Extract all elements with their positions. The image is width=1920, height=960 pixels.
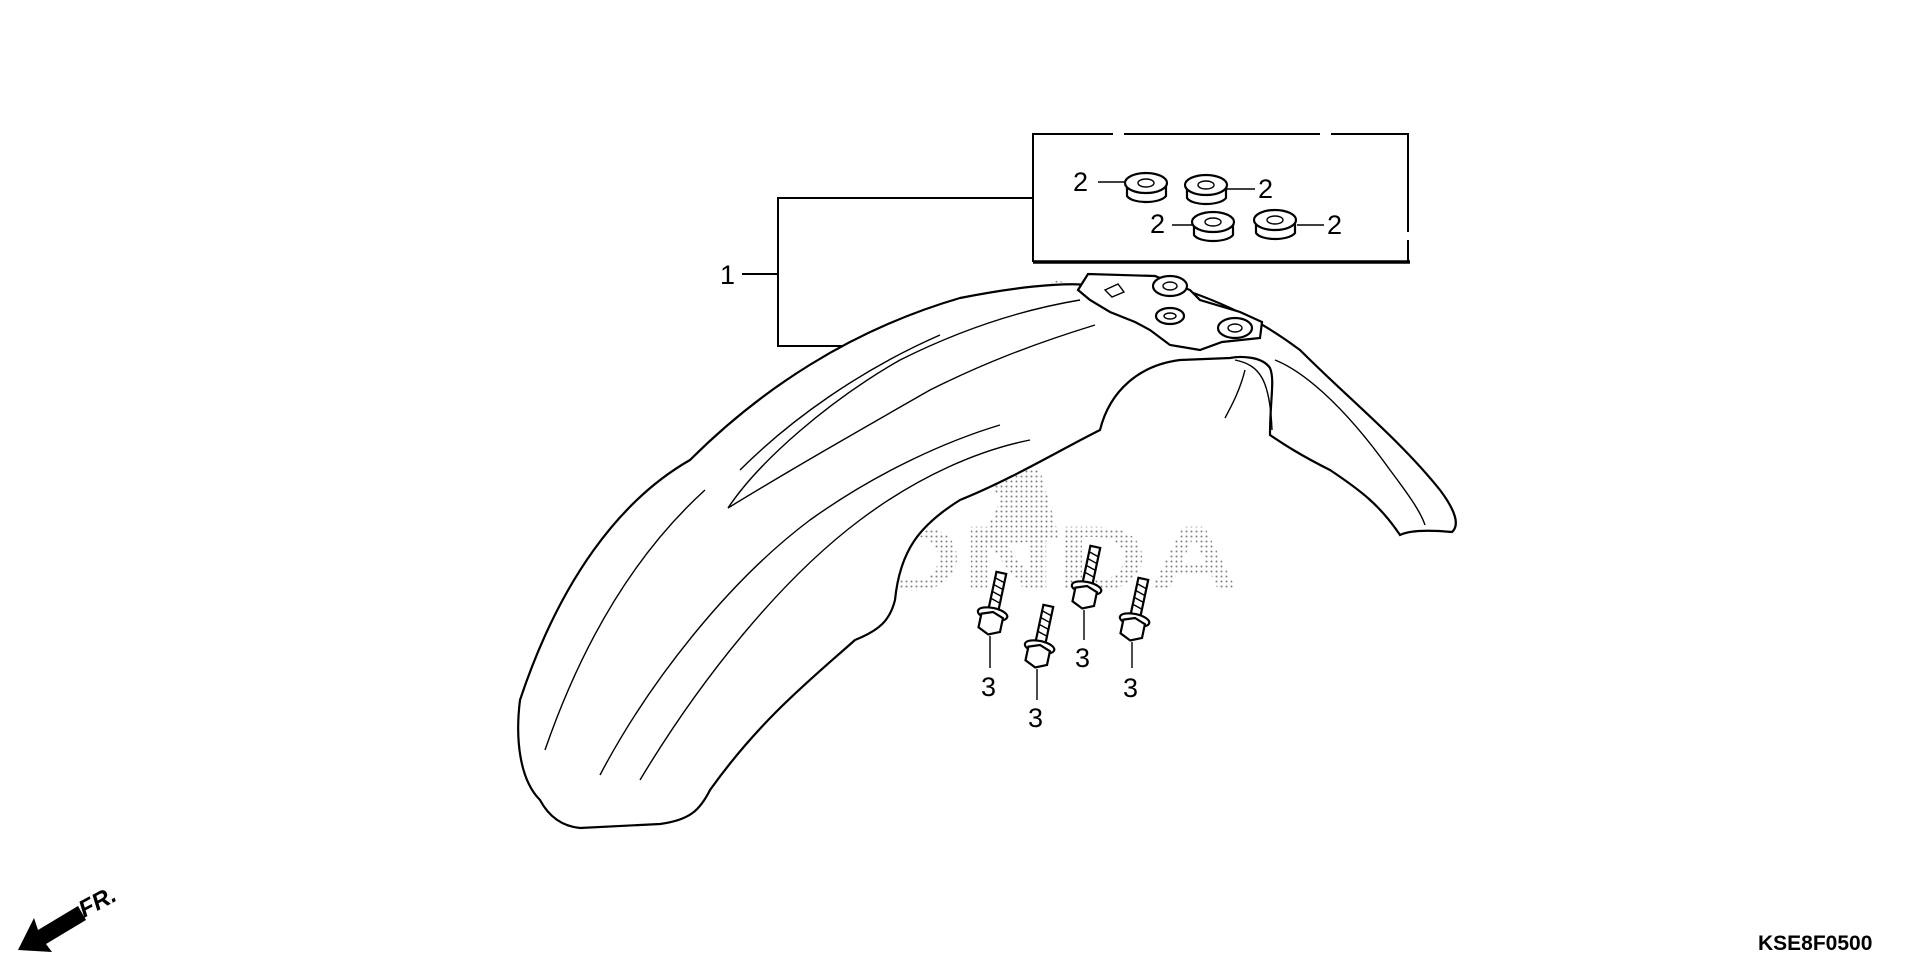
callout-fender: 1 xyxy=(720,260,735,290)
bolt[interactable] xyxy=(974,570,1016,638)
bolt[interactable] xyxy=(1116,576,1158,644)
grommet[interactable] xyxy=(1190,210,1236,243)
grommet[interactable] xyxy=(1123,171,1169,204)
bolt[interactable] xyxy=(1068,544,1110,612)
front-fender[interactable] xyxy=(517,272,1457,830)
callout-grommet: 2 xyxy=(1258,174,1273,204)
callout-grommet: 2 xyxy=(1327,210,1342,240)
grommet[interactable] xyxy=(1183,173,1229,206)
callout-bolt: 3 xyxy=(1075,643,1090,673)
grommet-group xyxy=(1098,171,1324,243)
grommet[interactable] xyxy=(1252,208,1298,241)
callout-bolt: 3 xyxy=(981,672,996,702)
callout-bolt: 3 xyxy=(1028,703,1043,733)
bolt[interactable] xyxy=(1021,603,1063,671)
part-code: KSE8F0500 xyxy=(1758,932,1872,955)
front-direction-arrow: FR. xyxy=(18,881,121,952)
callout-bolt: 3 xyxy=(1123,673,1138,703)
callout-grommet: 2 xyxy=(1150,209,1165,239)
arrow-icon xyxy=(18,906,86,952)
callout-grommet: 2 xyxy=(1073,167,1088,197)
kit-bracket xyxy=(742,133,1410,347)
bolt-group xyxy=(974,544,1158,700)
